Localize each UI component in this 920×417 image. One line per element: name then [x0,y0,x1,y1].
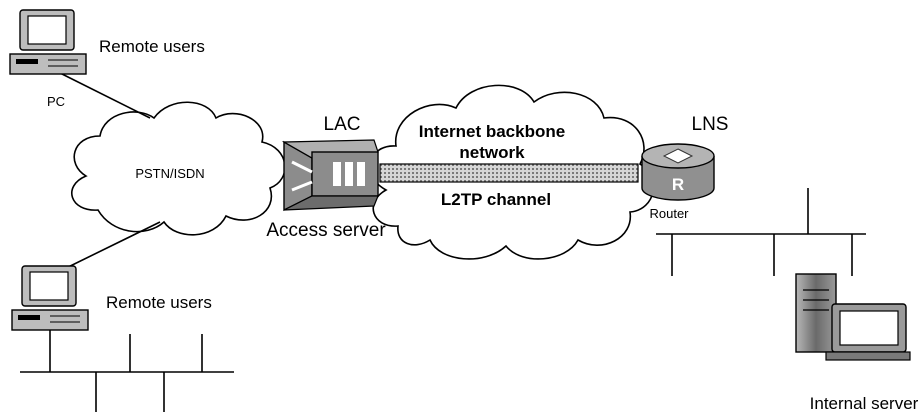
link-pstn-to-remote-lan [57,221,161,273]
lac-label: LAC [324,114,361,135]
internet-cloud-icon [369,84,655,260]
internal-server-label: Internal server [810,394,919,413]
lns-lan-bus [656,188,866,276]
pc-bottom-icon [11,265,89,331]
access-server-label: Access server [266,220,386,241]
server-icon [795,273,911,361]
router-label: Router [649,206,689,221]
router-icon: R [641,143,715,201]
pc-top-icon [9,9,87,75]
l2tp-channel-tunnel [379,163,639,183]
pc-label: PC [47,94,65,109]
internet-backbone-label: Internet backbone [419,122,565,141]
remote-users-top-label: Remote users [99,37,205,56]
l2tp-channel-label: L2TP channel [441,190,551,209]
internet-network-label: network [459,143,525,162]
pstn-cloud-icon [71,101,286,236]
link-pc-to-pstn [57,71,151,119]
lns-label: LNS [692,114,729,135]
remote-lan-bus [20,330,234,412]
pstn-label: PSTN/ISDN [135,166,204,181]
svg-text:R: R [672,175,684,194]
remote-users-bottom-label: Remote users [106,293,212,312]
access-server-icon [281,139,379,212]
